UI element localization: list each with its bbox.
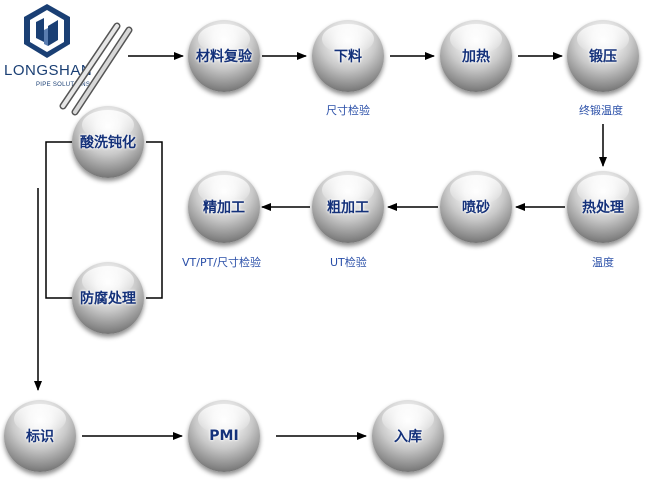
node-label: 精加工	[203, 200, 245, 216]
node-anticorrosion: 防腐处理	[72, 262, 144, 334]
node-label: 加热	[462, 49, 490, 65]
node-finish-machining: 精加工	[188, 171, 260, 243]
logo-name: LONGSHAN	[4, 62, 93, 79]
node-label: 下料	[334, 49, 362, 65]
node-label: 喷砂	[462, 200, 490, 216]
company-logo: LONGSHAN PIPE SOLUTIONS	[0, 0, 120, 110]
node-forging: 锻压	[567, 20, 639, 92]
note-forging: 终锻温度	[579, 104, 623, 117]
node-heating: 加热	[440, 20, 512, 92]
logo-mark-icon	[24, 4, 70, 58]
node-heat-treatment: 热处理	[567, 171, 639, 243]
node-label: 热处理	[582, 200, 624, 216]
node-rough-machining: 粗加工	[312, 171, 384, 243]
node-pickling-passivation: 酸洗钝化	[72, 106, 144, 178]
note-rough-machining: UT检验	[330, 256, 367, 269]
right-branch-loop	[146, 141, 163, 299]
node-label: 粗加工	[327, 200, 369, 216]
node-label: 防腐处理	[80, 291, 136, 307]
left-branch-loop	[45, 141, 80, 299]
node-label: 材料复验	[196, 49, 252, 65]
note-cutting: 尺寸检验	[326, 104, 370, 117]
node-label: PMI	[209, 428, 239, 444]
node-cutting: 下料	[312, 20, 384, 92]
logo-subtitle: PIPE SOLUTIONS	[36, 82, 91, 88]
node-pmi: PMI	[188, 400, 260, 472]
node-label: 酸洗钝化	[80, 135, 136, 151]
node-label: 入库	[394, 429, 422, 445]
note-finish-machining: VT/PT/尺寸检验	[182, 256, 262, 269]
node-label: 标识	[26, 429, 54, 445]
node-material-recheck: 材料复验	[188, 20, 260, 92]
node-sandblasting: 喷砂	[440, 171, 512, 243]
note-heat-treatment: 温度	[592, 256, 614, 269]
node-warehousing: 入库	[372, 400, 444, 472]
node-label: 锻压	[589, 49, 617, 65]
steel-pipes-icon	[59, 22, 133, 116]
node-marking: 标识	[4, 400, 76, 472]
